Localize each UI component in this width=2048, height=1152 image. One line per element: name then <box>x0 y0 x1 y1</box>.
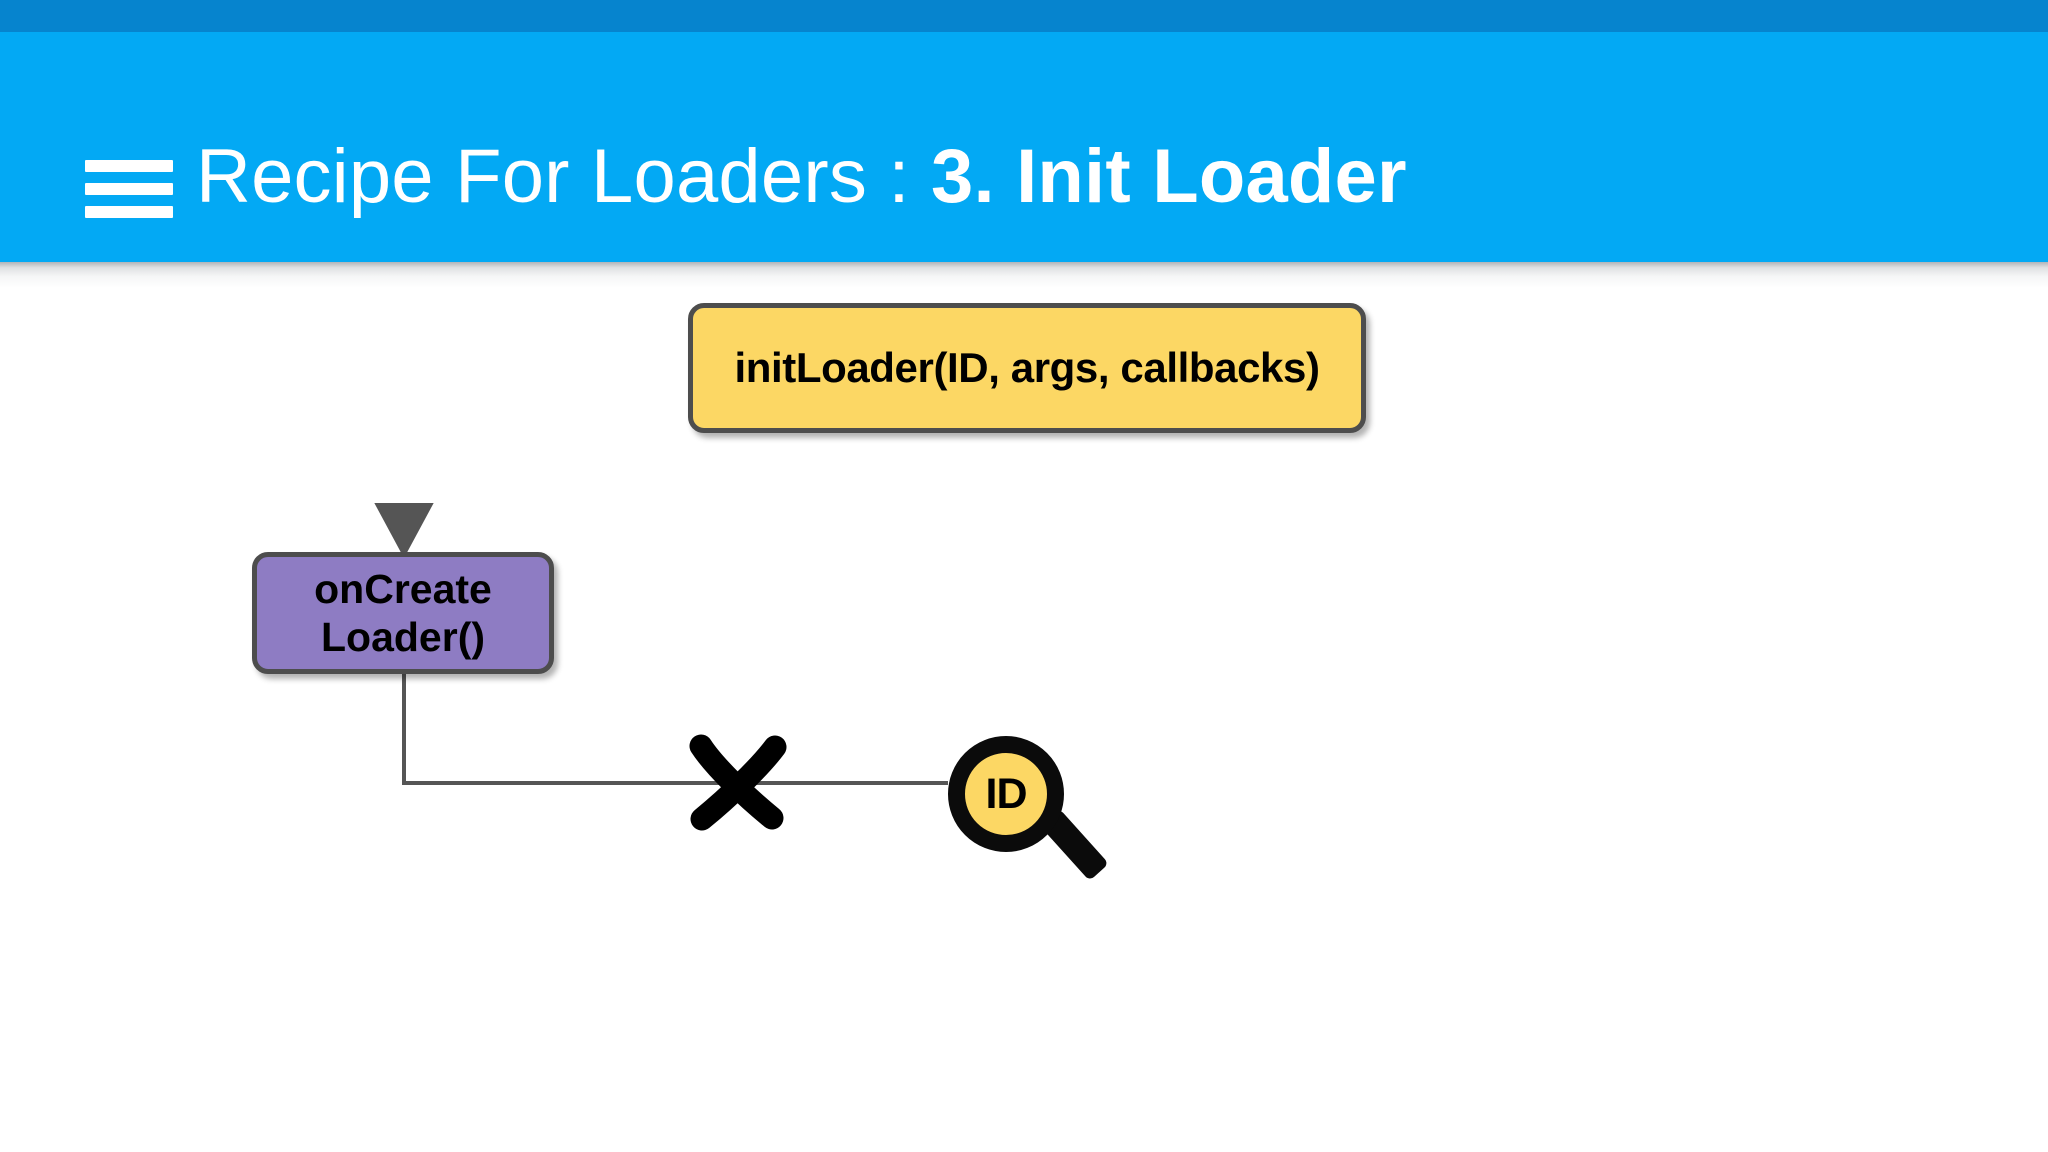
x-mark-icon <box>689 734 787 831</box>
app-bar-shadow <box>0 262 2048 288</box>
page-title: Recipe For Loaders : 3. Init Loader <box>196 122 1407 232</box>
page-title-separator: : <box>867 134 932 219</box>
node-on-create-loader-line2: Loader() <box>321 614 485 660</box>
magnifier-label: ID <box>985 769 1028 818</box>
node-init-loader[interactable]: initLoader(ID, args, callbacks) <box>688 303 1366 433</box>
id-magnifier-icon[interactable]: ID <box>948 736 1109 881</box>
edge-arrowhead-icon <box>374 503 434 559</box>
page-title-main: Recipe For Loaders <box>196 134 868 219</box>
hamburger-bar-3 <box>85 206 173 218</box>
app-bar: Recipe For Loaders : 3. Init Loader <box>0 32 2048 262</box>
hamburger-menu-icon[interactable] <box>85 160 173 218</box>
status-bar <box>0 0 2048 32</box>
diagram-canvas: initLoader(ID, args, callbacks) onCreate… <box>0 288 2048 1152</box>
page-title-sub: 3. Init Loader <box>931 134 1407 219</box>
hamburger-bar-1 <box>85 160 173 172</box>
magnifier-lens: ID <box>948 736 1064 852</box>
hamburger-bar-2 <box>85 183 173 195</box>
node-on-create-loader-line1: onCreate <box>314 565 492 612</box>
node-init-loader-label: initLoader(ID, args, callbacks) <box>734 344 1320 391</box>
